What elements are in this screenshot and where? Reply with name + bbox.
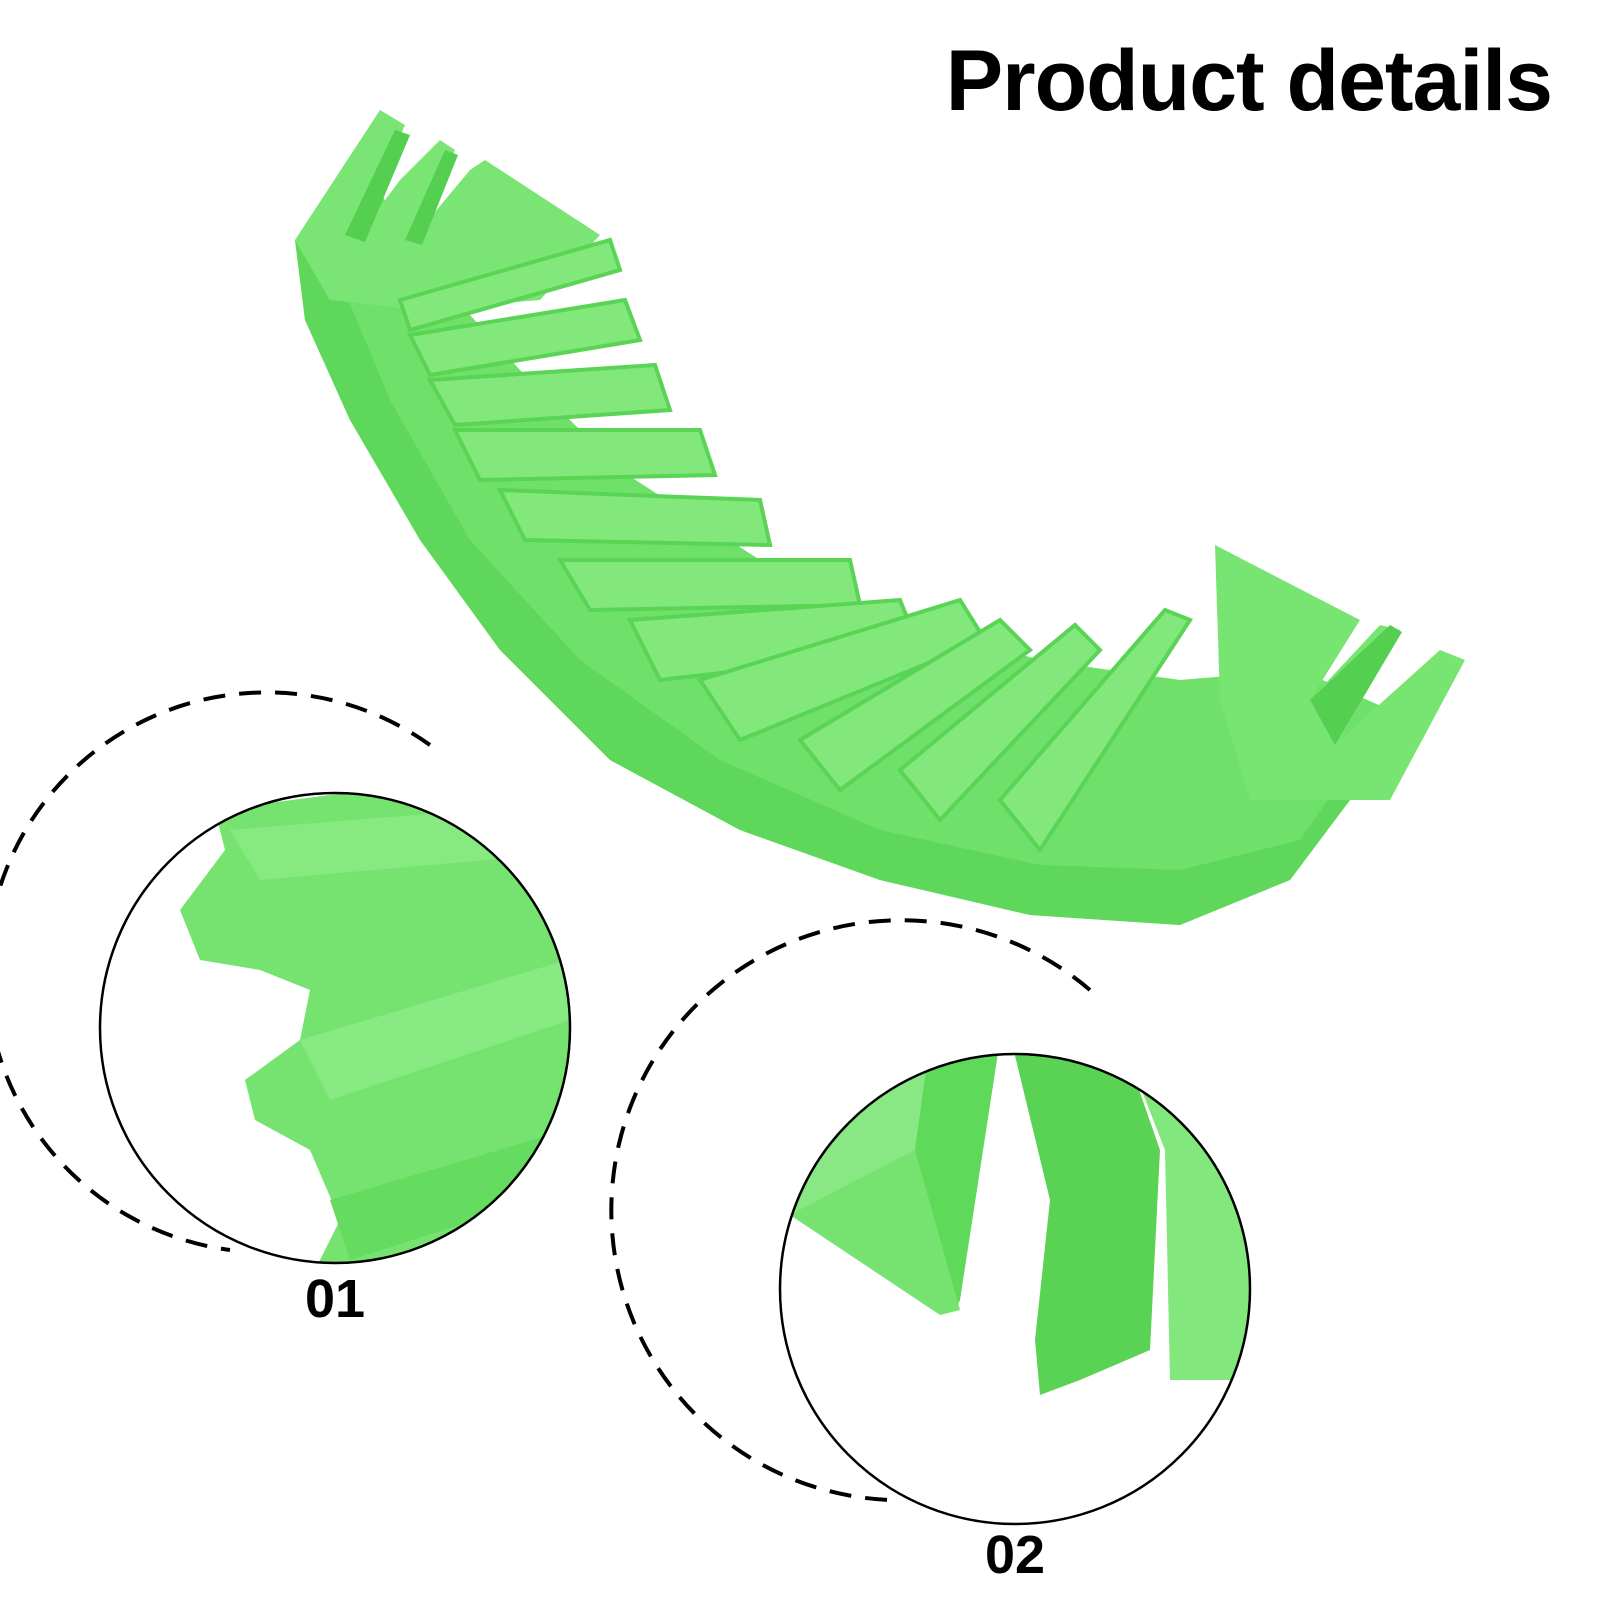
callout-02-dashed-arc (609, 918, 1092, 1502)
callout-01-circle (98, 791, 572, 1265)
callout-label-01: 01 (305, 1269, 366, 1329)
left-hook-prong (295, 110, 600, 310)
left-hook-slot (345, 130, 410, 242)
callout-02-circle (778, 1052, 1252, 1526)
lever-body (295, 175, 1390, 925)
left-hook-slot-2 (405, 150, 458, 245)
callout-01-zoom-image (100, 793, 570, 1263)
callout-01 (0, 690, 572, 1265)
page-title: Product details (945, 33, 1553, 129)
callout-label-02: 02 (985, 1525, 1046, 1585)
lever-ridges (397, 237, 1194, 854)
callout-01-dashed-arc (0, 690, 432, 1252)
tire-lever-image (295, 110, 1465, 925)
lever-underside (295, 240, 1390, 925)
callout-02-zoom-image (780, 1054, 1250, 1524)
callout-02 (609, 918, 1252, 1526)
right-hook-slot (1310, 625, 1402, 745)
